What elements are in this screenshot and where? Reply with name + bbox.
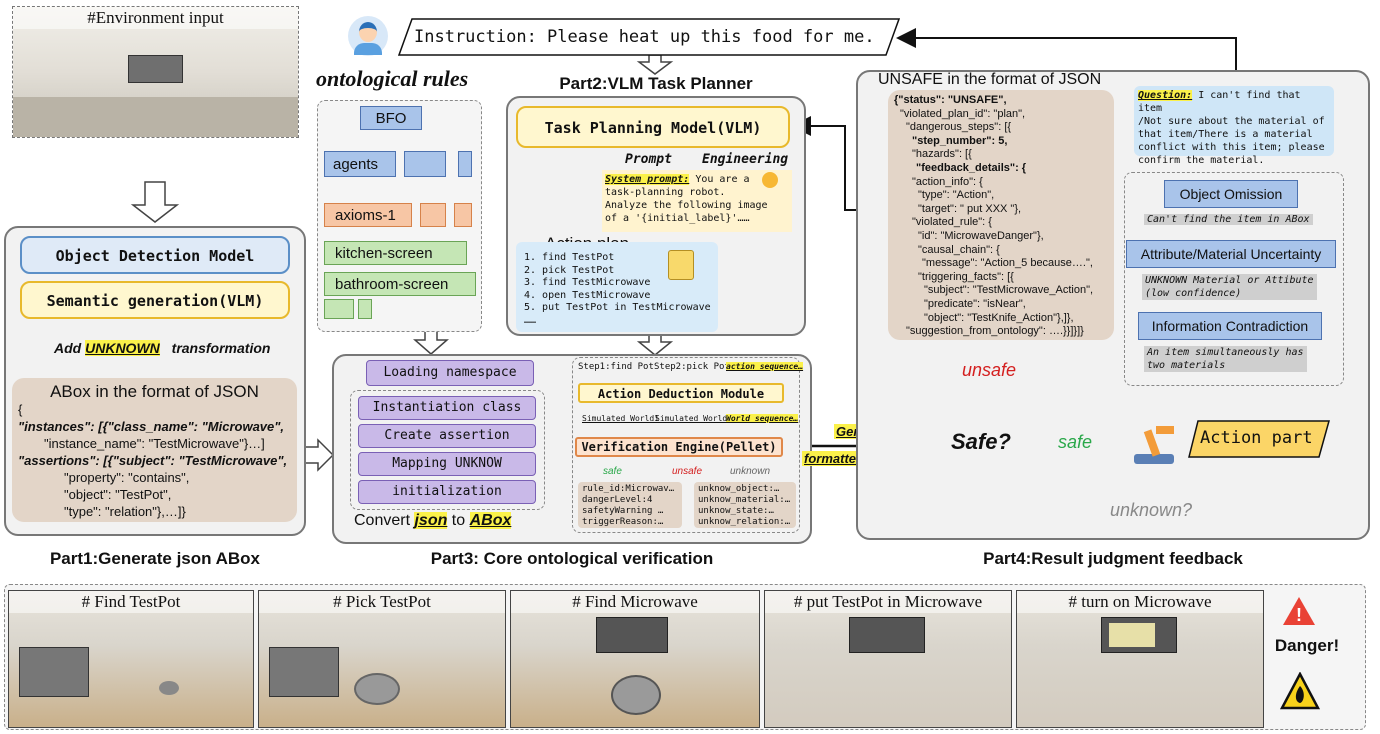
chip-create-assertion: Create assertion (358, 424, 536, 448)
hollow-arrow-part1 (304, 438, 335, 472)
unsafe-label: unsafe (962, 360, 1017, 380)
object-detection-model: Object Detection Model (20, 236, 290, 274)
bathroom-screen-node: bathroom-screen (324, 272, 476, 296)
world-sequence-label: World sequence… (726, 414, 799, 423)
chip-instantiation-class: Instantiation class (358, 396, 536, 420)
hollow-arrow-env (130, 181, 180, 223)
frame-put-testpot: # put TestPot in Microwave (764, 590, 1012, 728)
user-avatar-icon (348, 16, 388, 56)
abox-title: ABox in the format of JSON (50, 382, 259, 401)
information-contradiction: Information Contradiction (1138, 312, 1322, 340)
chip-initialization: initialization (358, 480, 536, 504)
unknown-details-box: unknow_object:…unknow_material:…unknow_s… (694, 482, 796, 528)
verification-subpanel (572, 357, 800, 533)
part4-title: Part4:Result judgment feedback (983, 549, 1243, 568)
step1-label: Step1:find Pot (578, 362, 654, 372)
step2-label: Step2:pick Pot (654, 362, 730, 372)
fire-hazard-icon (1280, 672, 1320, 710)
convert-json-to-abox: Convert json to ABox (354, 512, 512, 529)
object-omission: Object Omission (1164, 180, 1298, 208)
add-unknown-label: Add UNKNOWN transformation (54, 340, 271, 356)
ontology-title: ontological rules (316, 66, 469, 91)
question-box: Question: I can't find that item /Not su… (1134, 86, 1334, 166)
safe-small-label: safe (603, 466, 622, 477)
notepad-icon (668, 250, 694, 280)
unknown-small-label: unknown (730, 466, 771, 477)
prompt-label: Prompt (625, 152, 672, 167)
attr-desc: UNKNOWN Material or Attibute(low confide… (1142, 274, 1317, 300)
chip-loading-namespace: Loading namespace (366, 360, 534, 386)
robot-arm-icon (1130, 420, 1180, 466)
instruction-text: Instruction: Please heat up this food fo… (414, 27, 875, 47)
kitchen-screen-node: kitchen-screen (324, 241, 467, 265)
agents-node: agents (324, 151, 396, 177)
unknown-categories-panel (1124, 172, 1344, 386)
safe-question: Safe? (951, 429, 1011, 454)
verification-engine: Verification Engine(Pellet) (575, 437, 783, 457)
semantic-generation: Semantic generation(VLM) (20, 281, 290, 319)
axioms-node: axioms-1 (324, 203, 412, 227)
axiom-node-3 (454, 203, 472, 227)
screen-node-small-2 (358, 299, 372, 319)
chip-mapping-unknow: Mapping UNKNOW (358, 452, 536, 476)
part2-title: Part2:VLM Task Planner (559, 74, 753, 93)
part1-title: Part1:Generate json ABox (49, 549, 261, 568)
abox-json-box (12, 378, 297, 522)
lightbulb-icon (762, 172, 778, 188)
engineering-label: Engineering (702, 152, 789, 167)
warning-icon: ! (1282, 596, 1316, 626)
omission-desc: Can't find the item in ABox (1144, 214, 1313, 225)
unsafe-json-title: UNSAFE in the format of JSON (878, 71, 1102, 88)
frame-find-testpot: # Find TestPot (8, 590, 254, 728)
instruction-box: Instruction: Please heat up this food fo… (398, 18, 900, 56)
unsafe-small-label: unsafe (672, 466, 703, 477)
world1-label: Simulated World1 (582, 414, 660, 423)
part3-title: Part3: Core ontological verification (430, 549, 714, 568)
world2-label: Simulated World2 (655, 414, 733, 423)
abox-lines: { "instances": [{"class_name": "Microwav… (18, 402, 288, 519)
action-part-box: Action part (1188, 420, 1330, 458)
danger-label: Danger! (1274, 636, 1340, 655)
svg-text:!: ! (1296, 605, 1302, 625)
system-prompt-box: System prompt: You are a task-planning r… (602, 170, 792, 232)
task-planning-model: Task Planning Model(VLM) (516, 106, 790, 148)
frame-turn-on-microwave: # turn on Microwave (1016, 590, 1264, 728)
ontology-class-node-small (458, 151, 472, 177)
action-sequence-label: action sequence… (726, 362, 804, 371)
unknown-question: unknown? (1106, 500, 1197, 521)
action-deduction-module: Action Deduction Module (578, 383, 784, 403)
safe-label: safe (1058, 432, 1093, 452)
unsafe-json-box: {"status": "UNSAFE", "violated_plan_id":… (888, 90, 1114, 340)
environment-input-image: #Environment input (12, 6, 299, 138)
screen-node-small-1 (324, 299, 354, 319)
env-caption: #Environment input (13, 7, 298, 29)
ontology-class-node (404, 151, 446, 177)
chip-group (350, 390, 545, 510)
bfo-node: BFO (360, 106, 422, 130)
frame-pick-testpot: # Pick TestPot (258, 590, 506, 728)
frame-find-microwave: # Find Microwave (510, 590, 760, 728)
attribute-uncertainty: Attribute/Material Uncertainty (1126, 240, 1336, 268)
axiom-node-2 (420, 203, 446, 227)
